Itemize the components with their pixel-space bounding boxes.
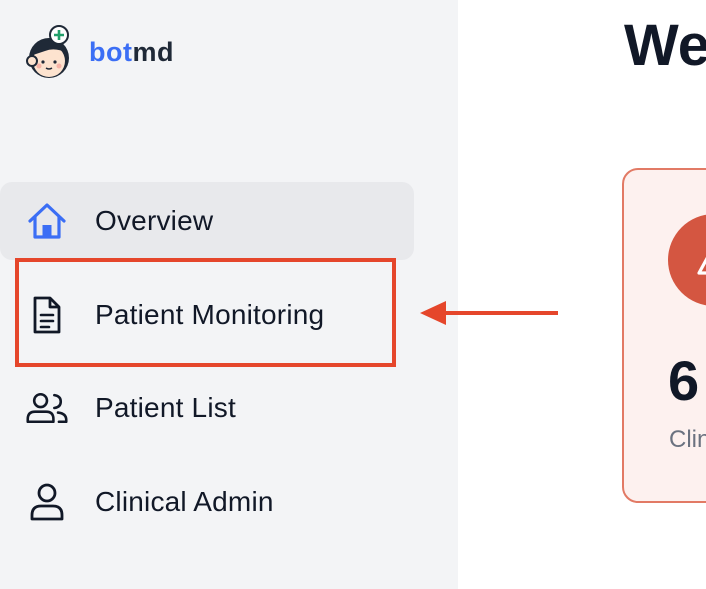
user-icon [25, 480, 69, 524]
alert-count: 6 [668, 349, 700, 412]
sidebar-item-patient-monitoring[interactable]: Patient Monitoring [0, 276, 414, 354]
sidebar-item-label: Overview [95, 205, 214, 236]
document-icon [25, 293, 69, 337]
users-icon [25, 386, 69, 430]
sidebar-item-label: Patient Monitoring [95, 299, 325, 330]
warning-icon [697, 256, 706, 275]
alert-badge [668, 214, 706, 306]
sidebar: botmd Overview Patient Monitoring [0, 0, 458, 589]
sidebar-item-label: Patient List [95, 392, 236, 423]
brand-name-part1: bot [89, 37, 133, 67]
alert-stat-card[interactable]: 6 Clin [622, 168, 706, 503]
page-title: We [624, 13, 706, 78]
doctor-avatar-icon [26, 25, 69, 78]
alert-label: Clin [669, 426, 706, 453]
brand-name-part2: md [132, 37, 174, 67]
sidebar-item-patient-list[interactable]: Patient List [0, 369, 414, 447]
annotation-arrow-icon [420, 301, 558, 325]
annotation-highlight-box [15, 258, 396, 367]
home-icon [25, 199, 69, 243]
brand-logo[interactable]: botmd [25, 25, 174, 80]
sidebar-item-clinical-admin[interactable]: Clinical Admin [0, 463, 414, 541]
sidebar-item-label: Clinical Admin [95, 486, 274, 517]
sidebar-item-overview[interactable]: Overview [0, 182, 414, 260]
brand-name: botmd [89, 37, 174, 68]
